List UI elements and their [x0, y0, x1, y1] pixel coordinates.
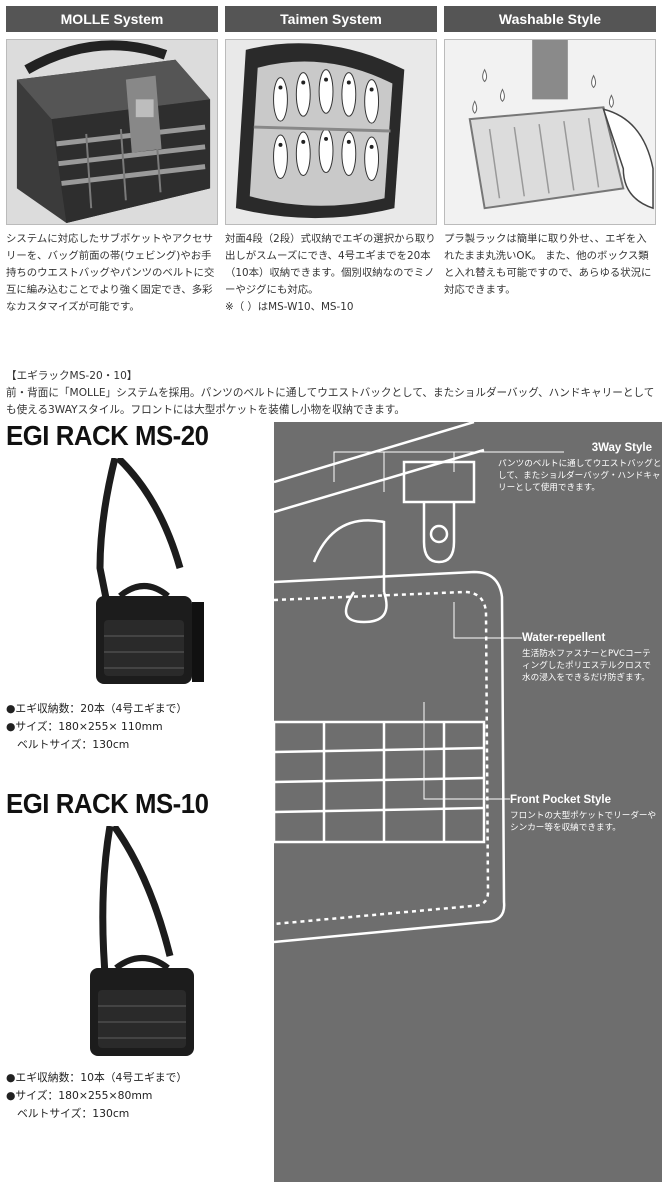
feature-title: MOLLE System	[6, 6, 218, 32]
product-name-ms10: EGI RACK MS-10	[6, 788, 209, 819]
feature-description: 対面4段（2段）式収納でエギの選択から取り出しがスムーズにでき、4号エギまでを2…	[225, 231, 437, 316]
bag-line-diagram	[274, 422, 564, 944]
feature-molle: MOLLE System	[6, 6, 218, 316]
spec-size: ●サイズ：180×255×80mm	[6, 1089, 153, 1102]
callout-text: フロントの大型ポケットでリーダーやシンカー等を収納できます。	[510, 811, 657, 833]
callout-text: 生活防水ファスナーとPVCコーティングしたポリエステルクロスで水の浸入をできるだ…	[522, 649, 651, 683]
callout-front-pocket: Front Pocket Style フロントの大型ポケットでリーダーやシンカー…	[510, 794, 658, 834]
bag-photo-ms10	[90, 826, 194, 1056]
spec-capacity: ●エギ収納数：20本（4号エギまで）	[6, 702, 188, 715]
feature-section: MOLLE System	[0, 0, 662, 360]
product-photo-ms10	[70, 826, 220, 1062]
feature-description: システムに対応したサブポケットやアクセサリーを、バッグ前面の帯(ウェビング)やお…	[6, 233, 215, 313]
feature-description: プラ製ラックは簡単に取り外せ、、エギを入れたまま丸洗いOK。 また、他のボックス…	[444, 233, 652, 296]
feature-washable: Washable Style	[444, 6, 656, 299]
specs-ms20: ●エギ収納数：20本（4号エギまで） ●サイズ：180×255× 110mm ベ…	[6, 700, 187, 754]
spec-capacity: ●エギ収納数：10本（4号エギまで）	[6, 1071, 188, 1084]
molle-bag-illustration	[6, 39, 218, 225]
callout-title: Water-repellent	[522, 632, 606, 644]
feature-description-body: 対面4段（2段）式収納でエギの選択から取り出しがスムーズにでき、4号エギまでを2…	[225, 233, 436, 296]
lure-rack-illustration	[225, 39, 437, 225]
spec-size: ●サイズ：180×255× 110mm	[6, 720, 163, 733]
feature-title: Taimen System	[225, 6, 437, 32]
product-photo-ms20	[70, 458, 220, 692]
intro-heading: 【エギラックMS-20・10】	[6, 370, 138, 382]
spec-belt: ベルトサイズ：130cm	[17, 1107, 130, 1120]
spec-belt: ベルトサイズ：130cm	[17, 738, 130, 751]
callout-water-repellent: Water-repellent 生活防水ファスナーとPVCコーティングしたポリエ…	[522, 632, 656, 684]
callout-title: Front Pocket Style	[510, 794, 611, 806]
callout-text: パンツのベルトに通してウエストバッグとして、またショルダーバッグ・ハンドキャリー…	[498, 459, 662, 493]
product-name-ms20: EGI RACK MS-20	[6, 420, 209, 451]
product-intro: 【エギラックMS-20・10】 前・背面に「MOLLE」システムを採用。パンツの…	[6, 368, 656, 419]
feature-note: ※（ ）はMS-W10、MS-10	[225, 301, 354, 313]
feature-title: Washable Style	[444, 6, 656, 32]
specs-ms10: ●エギ収納数：10本（4号エギまで） ●サイズ：180×255×80mm ベルト…	[6, 1069, 187, 1123]
detail-diagram-panel: 3Way Style パンツのベルトに通してウエストバッグとして、またショルダー…	[274, 422, 662, 1182]
intro-text: 前・背面に「MOLLE」システムを採用。パンツのベルトに通してウエストバックとし…	[6, 387, 655, 416]
washing-rack-illustration	[444, 39, 656, 225]
bag-photo-ms20	[96, 458, 204, 684]
callout-title: 3Way Style	[591, 442, 652, 454]
callout-3way: 3Way Style パンツのベルトに通してウエストバッグとして、またショルダー…	[498, 442, 662, 494]
feature-taimen: Taimen System	[225, 6, 437, 316]
